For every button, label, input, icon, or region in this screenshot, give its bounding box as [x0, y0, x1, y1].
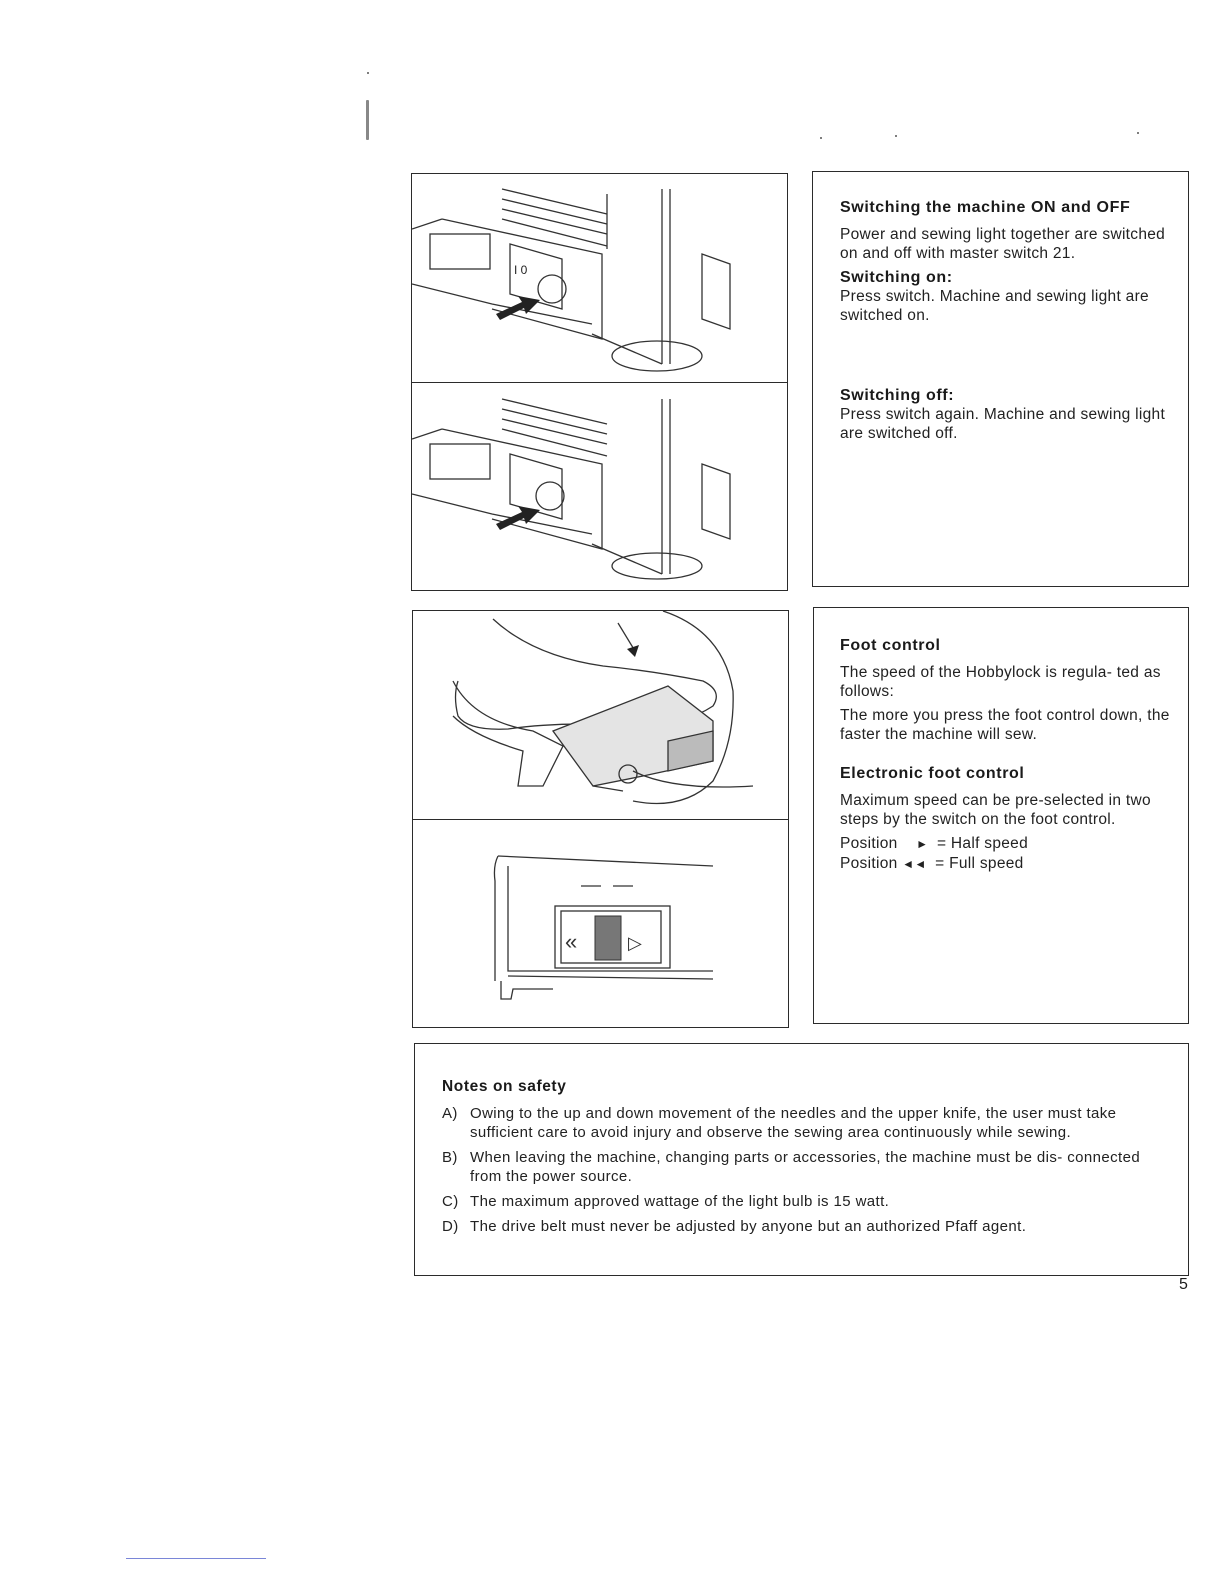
foot-control-title: Foot control: [840, 637, 941, 654]
electronic-foot-control-title: Electronic foot control: [840, 765, 1025, 782]
safety-list: A)Owing to the up and down movement of t…: [442, 1104, 1162, 1236]
half-speed-icon: ►: [916, 837, 929, 851]
play-icon: ▷: [628, 933, 642, 953]
position-value: = Half speed: [936, 835, 1029, 852]
switching-off-text: Press switch again. Machine and sewing l…: [840, 406, 1166, 442]
switching-intro: Power and sewing light together are swit…: [840, 226, 1166, 262]
safety-title: Notes on safety: [442, 1078, 567, 1095]
position-label: Position: [840, 835, 898, 852]
switch-illustration-panel: I 0: [411, 173, 788, 591]
safety-item: C)The maximum approved wattage of the li…: [442, 1193, 890, 1210]
foot-control-illustration: « ▷: [452, 611, 754, 1000]
scan-speck: [367, 72, 369, 74]
arrow-icon: [496, 506, 540, 530]
arrow-icon: [496, 296, 540, 320]
page-number: 5: [1179, 1276, 1188, 1293]
safety-item: D)The drive belt must never be adjusted …: [442, 1218, 1027, 1235]
foot-control-p1: The speed of the Hobbylock is regula- te…: [840, 664, 1161, 700]
position-value: = Full speed: [935, 855, 1024, 872]
position-row: Position ► = Half speed: [840, 834, 1175, 854]
full-speed-icon: ◄◄: [902, 857, 927, 871]
scan-speck: [366, 100, 369, 140]
illustration-divider: [413, 819, 788, 820]
switching-off-title: Switching off:: [840, 387, 955, 404]
scan-speck: [820, 137, 822, 139]
power-switch-illustration: I 0: [412, 188, 731, 580]
switch-io-label: I 0: [514, 263, 528, 277]
speed-switch: [594, 915, 622, 961]
foot-control-text-panel: Foot control The speed of the Hobbylock …: [813, 607, 1189, 1024]
scan-speck: [895, 135, 897, 137]
illustration-divider: [412, 382, 787, 383]
arrow-down-icon: [627, 645, 639, 657]
foot-illustration-panel: « ▷: [412, 610, 789, 1028]
position-list: Position ► = Half speed Position ◄◄ = Fu…: [840, 834, 1175, 874]
position-row: Position ◄◄ = Full speed: [840, 854, 1175, 874]
safety-item: B)When leaving the machine, changing par…: [442, 1149, 1141, 1185]
scan-underline: [126, 1558, 266, 1559]
safety-item: A)Owing to the up and down movement of t…: [442, 1105, 1117, 1141]
scan-speck: [1137, 132, 1139, 134]
foot-control-p2: The more you press the foot control down…: [840, 707, 1170, 743]
switching-text-panel: Switching the machine ON and OFF Power a…: [812, 171, 1189, 587]
safety-notes-panel: Notes on safety A)Owing to the up and do…: [414, 1043, 1189, 1276]
fast-forward-icon: «: [565, 929, 577, 954]
switching-on-text: Press switch. Machine and sewing light a…: [840, 288, 1149, 324]
switching-on-title: Switching on:: [840, 269, 953, 286]
switching-title: Switching the machine ON and OFF: [840, 199, 1131, 216]
electronic-foot-control-text: Maximum speed can be pre-selected in two…: [840, 792, 1151, 828]
position-label: Position: [840, 855, 898, 872]
